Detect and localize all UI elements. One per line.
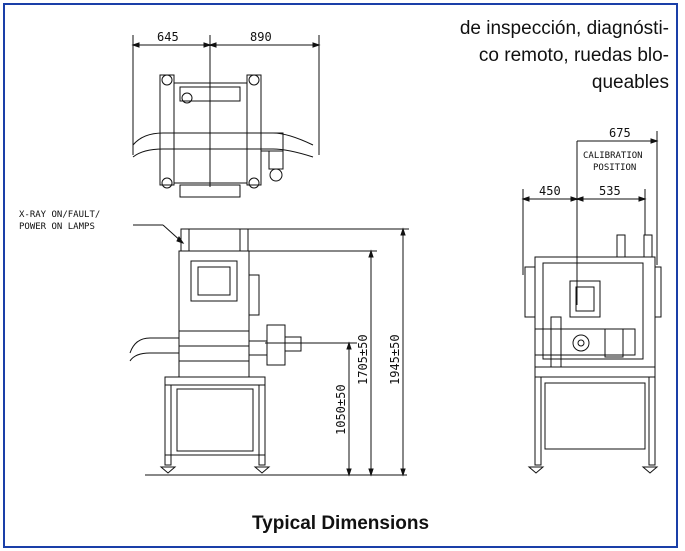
top-view	[131, 35, 321, 198]
dim-890-label: 890	[250, 30, 272, 44]
dim-1050-label: 1050±50	[334, 384, 348, 435]
technical-drawing: 645 890 X-RAY ON/FAULT/ POWER ON LAMPS 1…	[19, 30, 662, 477]
calibration-line-1: CALIBRATION	[583, 151, 643, 161]
callout-line-2: POWER ON LAMPS	[19, 222, 95, 232]
front-view	[129, 224, 409, 477]
calibration-line-2: POSITION	[593, 163, 636, 173]
dim-450-label: 450	[539, 184, 561, 198]
dim-645-label: 645	[157, 30, 179, 44]
dim-535-label: 535	[599, 184, 621, 198]
description-line-2: co remoto, ruedas blo-	[478, 45, 669, 66]
callout-line-1: X-RAY ON/FAULT/	[19, 210, 100, 220]
dim-675-label: 675	[609, 126, 631, 140]
description-text: de inspección, diagnósti- co remoto, rue…	[357, 15, 669, 96]
figure-frame: de inspección, diagnósti- co remoto, rue…	[3, 3, 678, 548]
side-view	[521, 131, 662, 474]
description-line-1: de inspección, diagnósti-	[459, 18, 669, 39]
dim-1705-label: 1705±50	[356, 334, 370, 385]
description-line-3: queables	[591, 72, 669, 93]
figure-caption: Typical Dimensions	[251, 513, 430, 534]
dim-1945-label: 1945±50	[388, 334, 402, 385]
